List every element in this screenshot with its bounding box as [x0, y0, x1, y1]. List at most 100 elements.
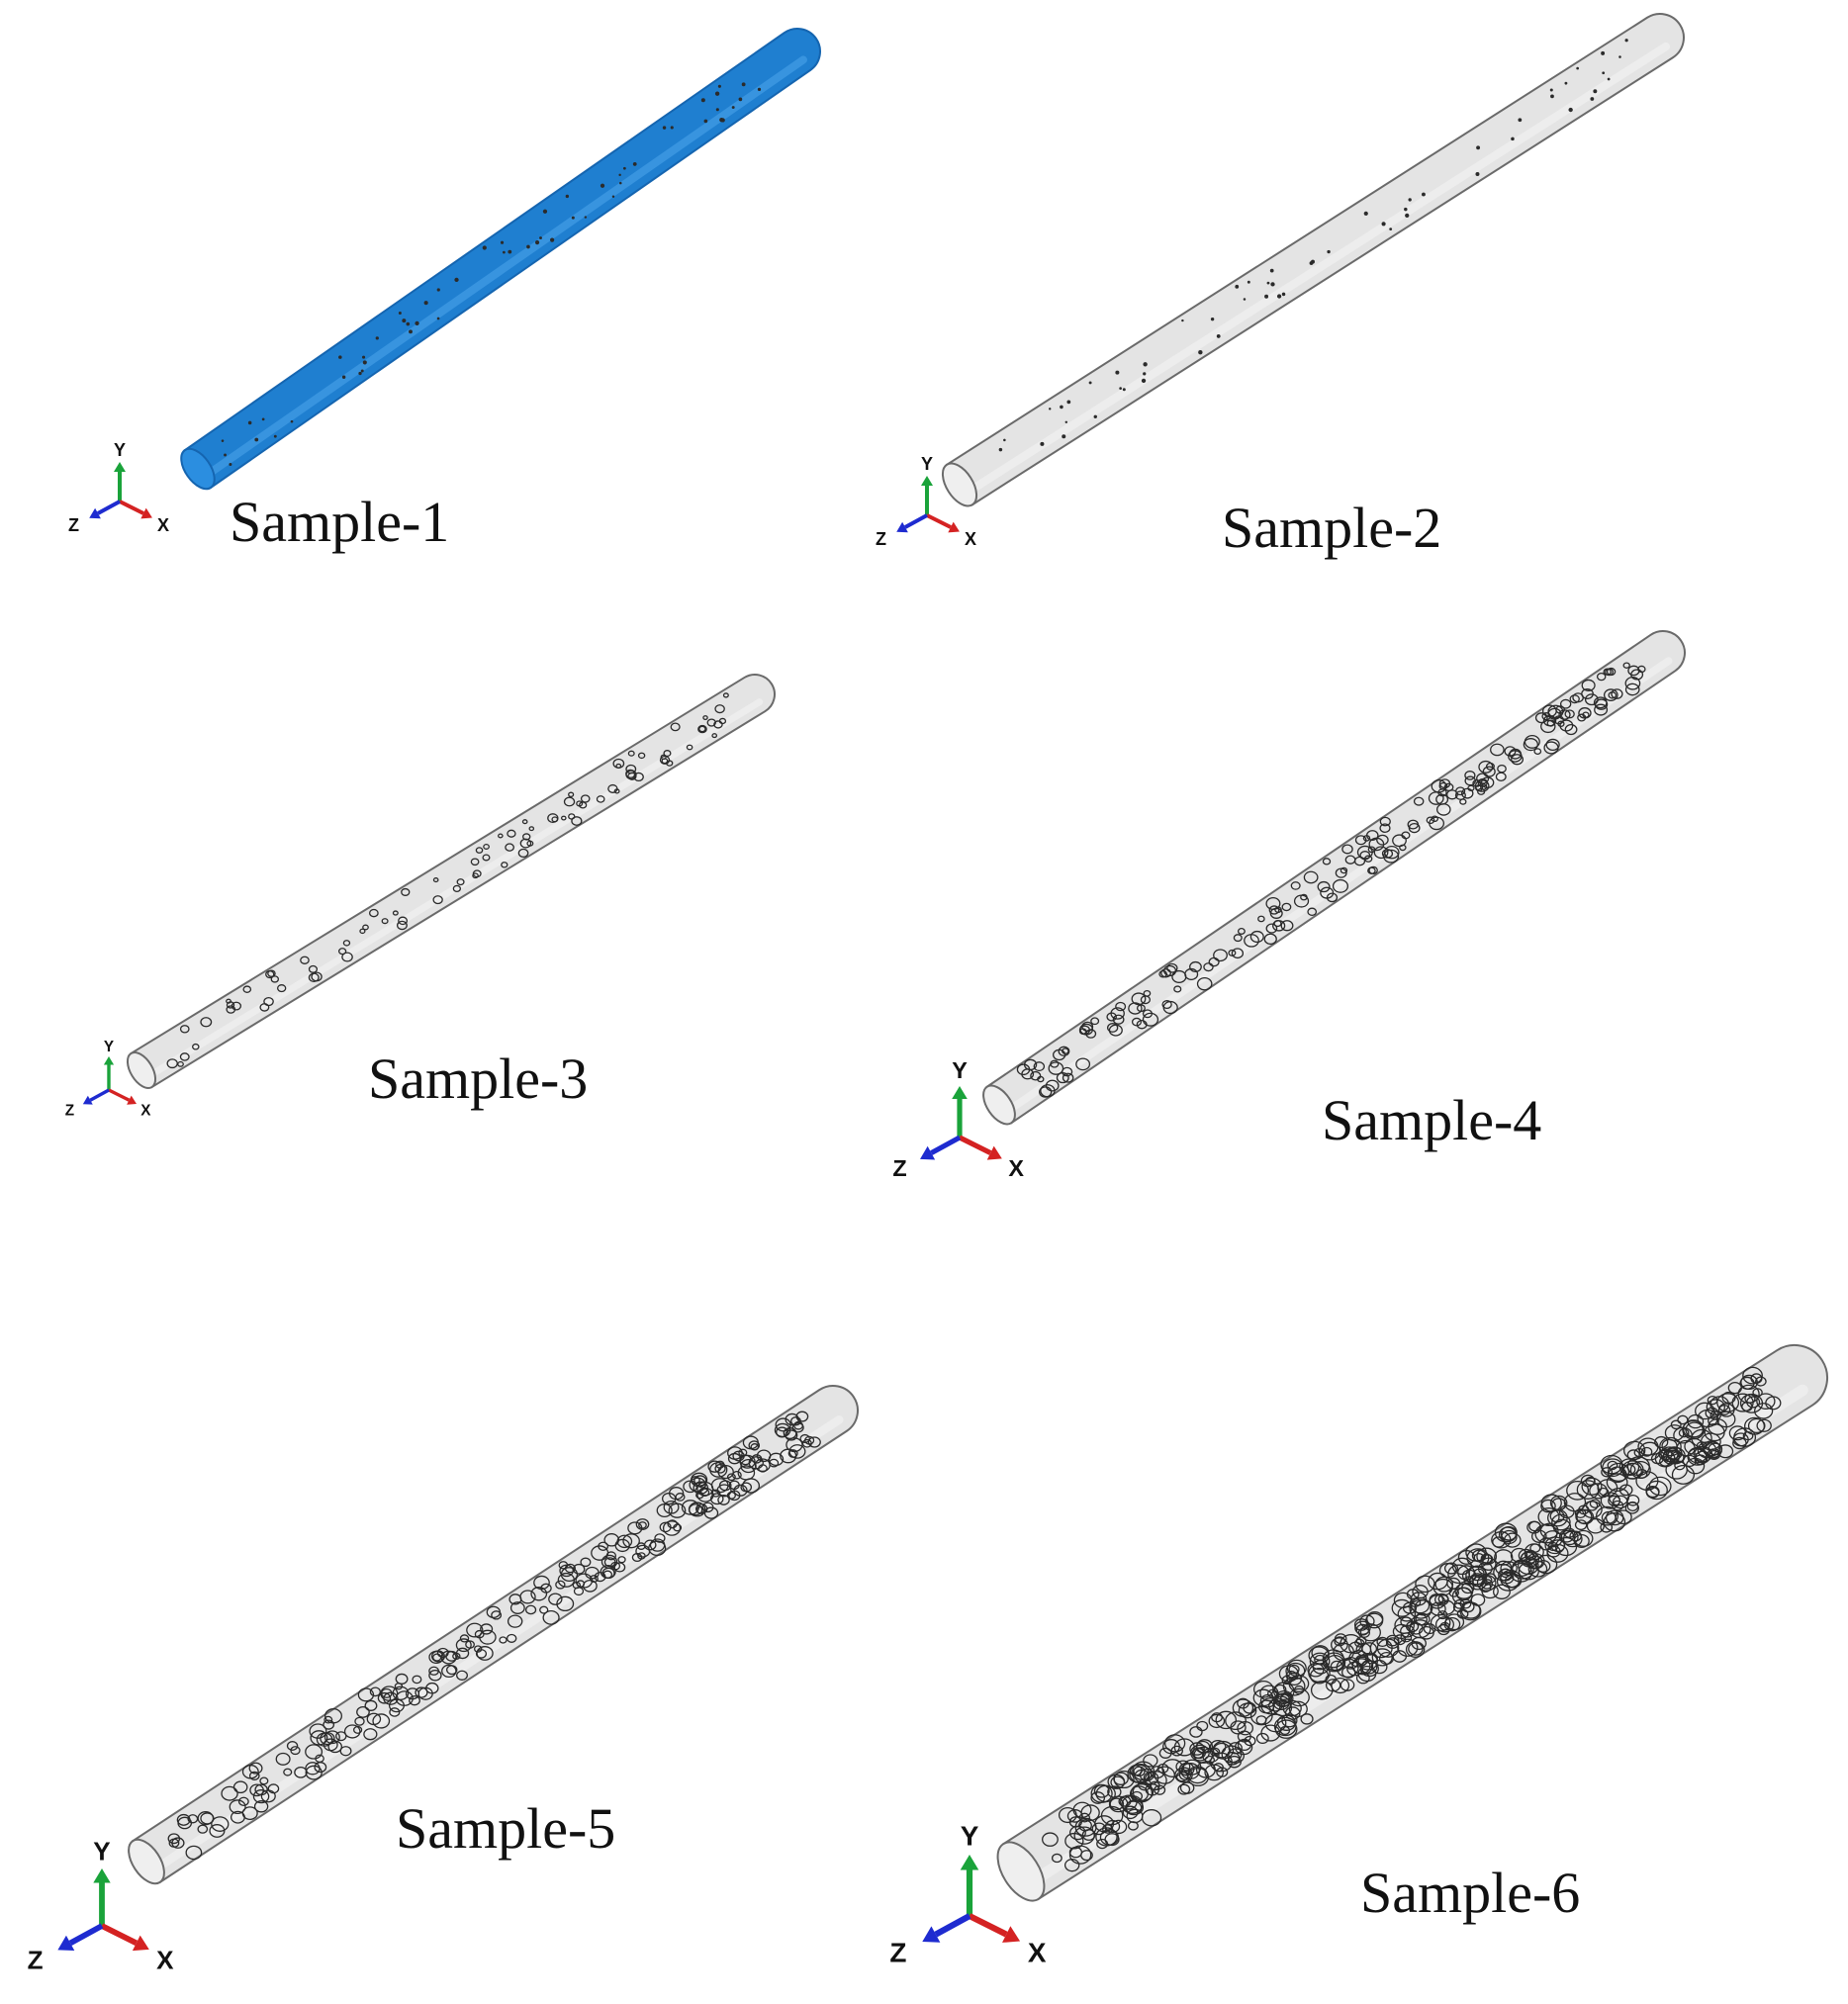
pore: [1121, 1795, 1144, 1814]
pore: [1050, 1059, 1060, 1068]
pore: [1509, 748, 1523, 760]
pore: [1756, 1393, 1776, 1410]
pore: [482, 854, 491, 862]
pore: [1265, 897, 1281, 910]
sample-3-rod: [126, 674, 776, 1089]
pore: [1368, 865, 1378, 875]
pore: [742, 1435, 759, 1450]
y-axis-label: Y: [921, 454, 933, 474]
pore: [1335, 867, 1347, 878]
z-axis-shaft: [930, 1135, 962, 1155]
pore: [1624, 683, 1640, 696]
pore: [459, 1634, 470, 1643]
pore: [1564, 709, 1575, 719]
pore: [576, 800, 584, 807]
pore: [1543, 741, 1559, 755]
pore: [1192, 1747, 1206, 1760]
pore: [474, 1629, 485, 1639]
pore: [486, 1605, 502, 1619]
pore: [1237, 1697, 1249, 1709]
pore: [1195, 1740, 1211, 1754]
pore-dot: [1235, 284, 1240, 289]
pore: [568, 791, 575, 797]
x-axis-shaft: [108, 1088, 131, 1102]
pore: [1066, 1809, 1083, 1823]
sample-2-rod: [941, 13, 1685, 507]
pore: [1716, 1444, 1734, 1459]
pore: [1511, 754, 1525, 766]
pore: [726, 1473, 736, 1482]
pore: [1143, 1754, 1158, 1768]
pore: [1558, 709, 1571, 720]
pore: [1189, 1726, 1203, 1738]
pore: [341, 952, 353, 962]
pore: [1435, 803, 1451, 816]
pore: [563, 796, 576, 807]
y-axis-label: Y: [104, 1039, 114, 1055]
pore: [1062, 1072, 1074, 1083]
pore-dot: [362, 360, 367, 365]
pore: [1606, 667, 1617, 677]
pore: [1260, 1724, 1281, 1742]
pore: [1359, 851, 1371, 861]
pore: [1481, 1584, 1499, 1599]
pore: [1423, 1623, 1436, 1635]
pore: [1227, 1748, 1246, 1764]
pore-dot: [361, 355, 366, 359]
sample-6-label: Sample-6: [1360, 1861, 1580, 1925]
pore: [1560, 1529, 1579, 1546]
pore: [270, 975, 280, 983]
pore: [1249, 930, 1264, 944]
pore: [354, 1716, 365, 1726]
pore: [1625, 1494, 1640, 1506]
pore-dot: [1576, 66, 1579, 70]
pore: [1523, 738, 1538, 752]
pore: [1469, 1573, 1486, 1588]
pore-dot: [1264, 294, 1269, 299]
pore: [428, 1669, 442, 1682]
pore: [1430, 1613, 1451, 1632]
pore: [1073, 1826, 1095, 1845]
pore: [1042, 1832, 1059, 1847]
pore: [1708, 1415, 1719, 1426]
x-axis-head: [132, 1935, 149, 1952]
pore: [1629, 1460, 1651, 1479]
pore: [441, 1664, 457, 1679]
pore: [1603, 668, 1612, 676]
pore: [1708, 1417, 1727, 1435]
y-axis-label: Y: [93, 1836, 110, 1866]
pore-dot: [508, 249, 512, 254]
pore: [594, 1571, 606, 1583]
pore: [1582, 711, 1590, 718]
pore-dot: [1040, 441, 1045, 446]
pore: [323, 1719, 335, 1730]
pore: [751, 1454, 763, 1464]
pore: [1472, 779, 1482, 787]
pore-dot: [1550, 94, 1554, 99]
pore-dot: [1276, 294, 1282, 299]
pore: [613, 1562, 626, 1573]
pore: [714, 704, 725, 714]
pore: [1585, 1501, 1599, 1511]
pore: [1518, 1548, 1534, 1563]
pore: [688, 1502, 706, 1517]
pore: [1346, 1661, 1364, 1677]
pore: [1158, 969, 1167, 978]
pore: [1257, 915, 1265, 923]
pore: [1136, 1004, 1146, 1013]
pore: [713, 720, 723, 729]
pore: [440, 1650, 457, 1665]
pore-dot: [1422, 192, 1426, 197]
pore: [506, 1633, 517, 1643]
pore: [1136, 1019, 1148, 1030]
pore-dot: [1049, 408, 1052, 410]
x-axis-head: [127, 1095, 138, 1105]
pore: [1383, 849, 1400, 864]
pore-dot: [341, 375, 346, 379]
pore: [1706, 1399, 1725, 1415]
pore: [1431, 815, 1439, 822]
pore: [1534, 712, 1548, 724]
rod-highlight: [961, 42, 1671, 499]
pore: [633, 772, 644, 782]
